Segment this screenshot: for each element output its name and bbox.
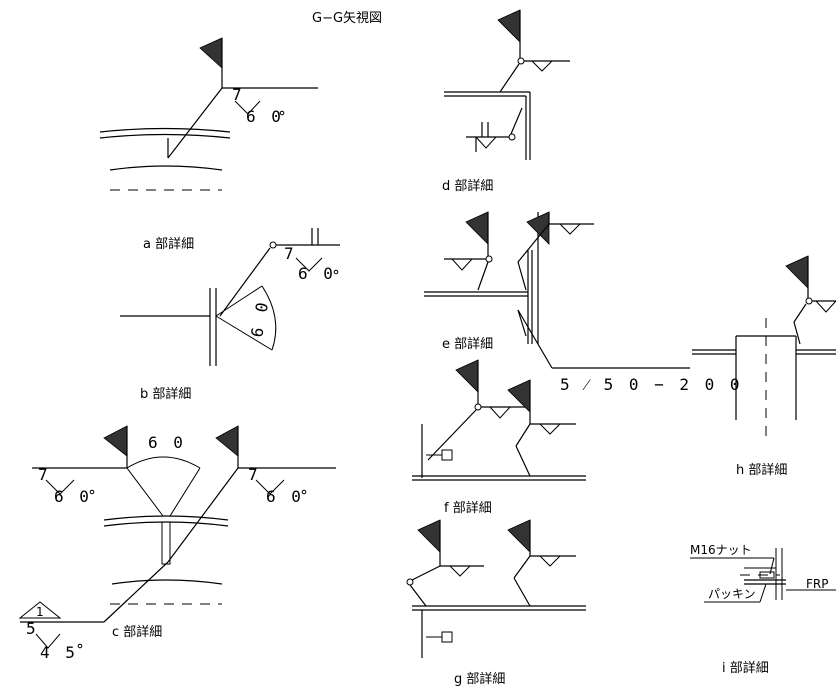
weld-flag-icon bbox=[507, 519, 531, 553]
detail-a: 7 6 0 a 部詳細 bbox=[99, 37, 318, 252]
detail-label-c: c 部詳細 bbox=[112, 624, 162, 640]
weld-angle: 4 5 bbox=[40, 643, 78, 662]
detail-d: d 部詳細 bbox=[442, 9, 570, 194]
detail-label-h: h 部詳細 bbox=[736, 462, 787, 478]
detail-label-d: d 部詳細 bbox=[442, 178, 493, 194]
detail-i: M16ナット パッキン FRP i 部詳細 bbox=[690, 543, 836, 676]
bevel-angle: 6 0 bbox=[247, 298, 272, 339]
weld-size: 5 bbox=[26, 619, 39, 638]
weld-angle: 6 0 bbox=[298, 264, 336, 283]
weld-flag-icon bbox=[417, 519, 441, 553]
weld-symbol-number: 1 bbox=[36, 605, 44, 619]
weld-angle: 6 0 bbox=[266, 487, 304, 506]
detail-label-g: g 部詳細 bbox=[454, 671, 505, 687]
weld-angle: 6 0 bbox=[246, 107, 284, 126]
weld-flag-icon bbox=[455, 359, 479, 393]
weld-flag-icon bbox=[526, 211, 550, 245]
detail-f: f 部詳細 bbox=[412, 359, 586, 516]
frp-label: FRP bbox=[806, 577, 828, 591]
weld-size: 7 bbox=[248, 465, 261, 484]
detail-label-f: f 部詳細 bbox=[444, 500, 492, 516]
nut-label: M16ナット bbox=[690, 543, 752, 557]
detail-label-a: a 部詳細 bbox=[143, 236, 194, 252]
detail-label-b: b 部詳細 bbox=[140, 386, 191, 402]
weld-size: 7 bbox=[232, 85, 245, 104]
packing-label: パッキン bbox=[708, 587, 756, 601]
detail-b: 7 6 0 6 0 b 部詳細 bbox=[120, 228, 340, 402]
weld-flag-icon bbox=[497, 9, 521, 43]
weld-angle: 6 0 bbox=[54, 487, 92, 506]
weld-size: 7 bbox=[38, 465, 51, 484]
weld-flag-icon bbox=[103, 425, 128, 457]
detail-label-e: e 部詳細 bbox=[442, 336, 493, 352]
weld-spec: 5 ⁄ 5 0 − 2 0 0 bbox=[560, 375, 743, 394]
detail-e: 5 ⁄ 5 0 − 2 0 0 e 部詳細 bbox=[424, 211, 743, 394]
weld-flag-icon bbox=[215, 425, 239, 457]
weld-flag-icon bbox=[199, 37, 223, 69]
weld-flag-icon bbox=[465, 211, 489, 245]
drawing-title: G−G矢視図 bbox=[312, 11, 382, 26]
weld-flag-icon bbox=[785, 255, 809, 289]
bevel-angle: 6 0 bbox=[148, 433, 186, 452]
weld-size: 7 bbox=[284, 244, 297, 263]
detail-c: 7 6 0 7 6 0 6 0 1 5 4 5 c 部詳細 bbox=[18, 425, 336, 662]
detail-g: g 部詳細 bbox=[406, 519, 586, 687]
detail-h: h 部詳細 bbox=[692, 255, 836, 478]
detail-label-i: i 部詳細 bbox=[722, 660, 769, 676]
